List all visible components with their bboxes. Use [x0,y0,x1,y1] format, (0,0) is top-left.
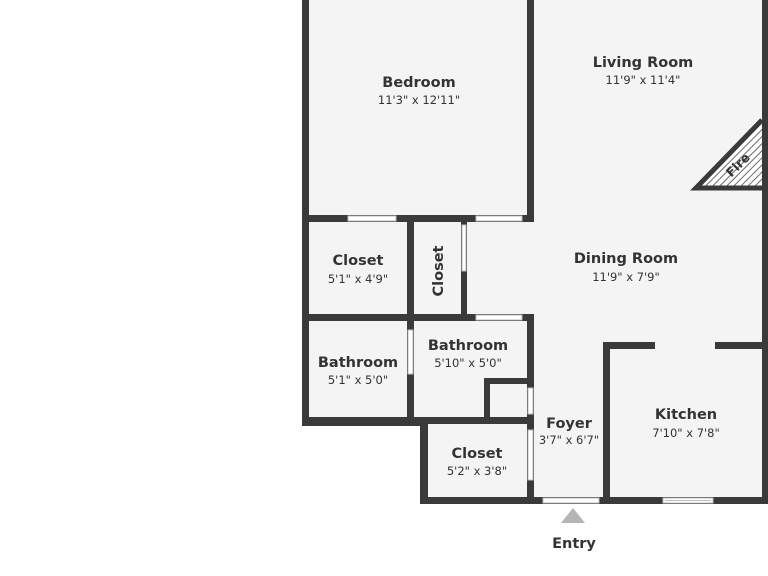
closet-bottom-dims: 5'2" x 3'8" [447,464,507,478]
outer-wall-left [302,0,309,426]
door-bathroom-left [407,329,414,375]
outer-wall-step [420,419,428,504]
door-bathroom-center [475,314,523,321]
door-closet-bottom [527,429,534,481]
living-room-dims: 11'9" x 11'4" [606,73,681,87]
closet-bottom-name: Closet [452,446,503,462]
bathroom-left-name: Bathroom [318,355,398,371]
wall-kitchen-left [603,342,610,504]
bedroom-dims: 11'3" x 12'11" [378,93,460,107]
wall-cabinet-left [484,378,490,422]
foyer-name: Foyer [546,416,593,432]
wall-bedroom-bottom [302,215,534,222]
wall-kitchen-top-left [603,342,655,349]
entry-arrow-icon [561,508,585,523]
floor-area [306,0,766,502]
door-cabinet [527,387,534,415]
wall-closets-bathrooms [302,314,534,321]
door-bedroom [347,215,397,222]
openings [347,215,714,504]
bathroom-left-dims: 5'1" x 5'0" [328,373,388,387]
door-bedroom-right [475,215,523,222]
foyer-dims: 3'7" x 6'7" [539,433,599,447]
wall-bathrooms-bottom [302,417,534,424]
bathroom-center-name: Bathroom [428,338,508,354]
bedroom-name: Bedroom [382,75,455,91]
living-room-name: Living Room [593,55,694,71]
bathroom-center-dims: 5'10" x 5'0" [434,356,502,370]
entry-marker: Entry [552,508,596,552]
wall-cabinet-top [484,378,530,384]
entry-label: Entry [552,536,596,552]
fireplace: Fire [690,118,764,191]
outer-wall-right [762,0,768,504]
closet-left-name: Closet [333,253,384,269]
wall-kitchen-top-right [715,342,768,349]
room-labels: Bedroom 11'3" x 12'11" Living Room 11'9"… [318,55,720,478]
dining-room-name: Dining Room [574,251,678,267]
door-narrow-closet [461,224,467,272]
dining-room-dims: 11'9" x 7'9" [592,270,660,284]
wall-bedroom-living [527,0,534,222]
kitchen-dims: 7'10" x 7'8" [652,426,720,440]
door-entry [542,497,600,504]
closet-narrow-name: Closet [431,245,447,296]
closet-left-dims: 5'1" x 4'9" [328,272,388,286]
kitchen-name: Kitchen [655,407,717,423]
